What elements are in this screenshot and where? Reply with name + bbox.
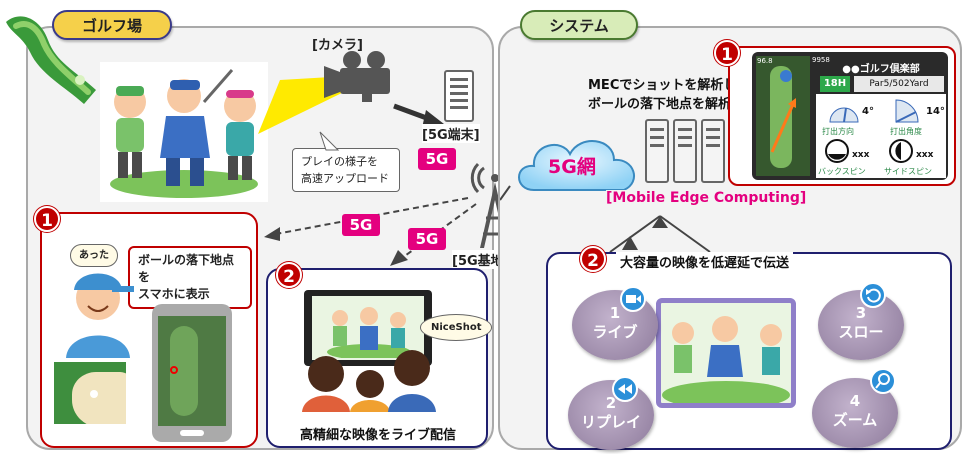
feature-replay-button[interactable]: 2 リプレイ bbox=[568, 380, 654, 450]
upload-bubble-tail bbox=[319, 131, 340, 151]
course-map: 96.8 bbox=[756, 56, 810, 176]
camera-icon bbox=[324, 51, 390, 102]
backspin-icon bbox=[825, 139, 849, 163]
feature-replay-number: 2 bbox=[605, 394, 617, 412]
sidespin-value: xxx bbox=[916, 150, 934, 160]
feature-slow-label: スロー bbox=[838, 323, 884, 341]
feature-zoom-label: ズーム bbox=[832, 411, 878, 429]
mec-to-delivery-lines bbox=[609, 215, 711, 253]
upload-bubble-line-2: 高速アップロード bbox=[301, 172, 389, 185]
replay-icon bbox=[860, 282, 886, 308]
hole-number: 18H bbox=[820, 76, 850, 92]
camera-to-terminal-arrow bbox=[393, 103, 444, 128]
mec-description: MECでショットを解析し、 ボールの落下地点を解析 bbox=[588, 76, 749, 114]
step-1-badge-right: 1 bbox=[714, 40, 740, 66]
terminal-icon bbox=[444, 70, 474, 122]
niceshot-bubble: NiceShot bbox=[420, 314, 493, 341]
launch-direction-value: 4° bbox=[862, 106, 874, 117]
label-sidespin: サイドスピン bbox=[884, 167, 932, 176]
tag-5g-smartphone: 5G bbox=[342, 214, 380, 236]
camera-label: [カメラ] bbox=[312, 38, 363, 53]
map-yard-right: 9958 bbox=[812, 56, 830, 64]
network-connections bbox=[500, 185, 638, 250]
live-stream-panel bbox=[266, 268, 488, 448]
bunker-photo bbox=[54, 362, 126, 424]
golf-hole-illustration bbox=[6, 16, 96, 104]
callout-line-1: ボールの落下地点を bbox=[138, 253, 235, 284]
smartphone-icon bbox=[152, 304, 232, 442]
angle-gauge bbox=[895, 99, 919, 123]
upload-bubble-line-1: プレイの様子を bbox=[301, 155, 378, 168]
callout-line-2: スマホに表示 bbox=[138, 287, 210, 301]
upload-bubble: プレイの様子を 高速アップロード bbox=[292, 148, 400, 192]
live-caption: 高精細な映像をライブ配信 bbox=[299, 428, 456, 443]
server-icon bbox=[645, 119, 725, 183]
mec-label: [Mobile Edge Computing] bbox=[606, 190, 807, 206]
video-icon bbox=[620, 286, 646, 312]
label-backspin: バックスピン bbox=[818, 167, 866, 176]
metrics-area: 4° 14° 打出方向 打出角度 xxx xxx バックスピン サイドスピン bbox=[816, 94, 946, 178]
map-yard-left: 96.8 bbox=[757, 57, 773, 65]
club-name: ●●ゴルフ倶楽部 bbox=[842, 64, 920, 75]
golfers-illustration bbox=[100, 62, 268, 202]
sidespin-icon bbox=[889, 139, 913, 163]
golf-section-pill: ゴルフ場 bbox=[52, 10, 172, 40]
direction-gauge bbox=[829, 107, 859, 123]
mec-description-line-1: MECでショットを解析し、 bbox=[588, 78, 750, 93]
analysis-screen: 96.8 9958 ●●ゴルフ倶楽部 18H Par5/502Yard 4° 1… bbox=[752, 52, 948, 180]
audience-illustration bbox=[302, 350, 436, 412]
mec-description-line-2: ボールの落下地点を解析 bbox=[588, 97, 732, 112]
delivery-title: 大容量の映像を低遅延で伝送 bbox=[616, 252, 794, 271]
feature-replay-label: リプレイ bbox=[580, 413, 641, 431]
atta-bubble: あった bbox=[70, 244, 118, 267]
person-illustration bbox=[66, 273, 134, 358]
cloud-icon bbox=[518, 140, 635, 191]
terminal-label: [5G端末] bbox=[422, 124, 480, 143]
zoom-icon bbox=[870, 368, 896, 394]
video-thumbnail bbox=[656, 298, 796, 408]
label-launch-direction: 打出方向 bbox=[822, 127, 854, 136]
launch-angle-value: 14° bbox=[926, 106, 945, 117]
tag-5g-live: 5G bbox=[408, 228, 446, 250]
step-2-badge-left: 2 bbox=[276, 262, 302, 288]
feature-slow-number: 3 bbox=[855, 304, 867, 322]
tag-5g-upload: 5G bbox=[418, 148, 456, 170]
backspin-value: xxx bbox=[852, 150, 870, 160]
feature-live-number: 1 bbox=[609, 304, 621, 322]
system-section-pill: システム bbox=[520, 10, 638, 40]
rewind-icon bbox=[612, 376, 638, 402]
feature-live-label: ライブ bbox=[592, 323, 638, 341]
feature-zoom-number: 4 bbox=[849, 392, 861, 410]
step-2-badge-right: 2 bbox=[580, 246, 606, 272]
label-launch-angle: 打出角度 bbox=[890, 127, 922, 136]
network-label: 5G網 bbox=[548, 156, 596, 178]
par-yard: Par5/502Yard bbox=[854, 76, 944, 92]
step-1-badge-left: 1 bbox=[34, 206, 60, 232]
